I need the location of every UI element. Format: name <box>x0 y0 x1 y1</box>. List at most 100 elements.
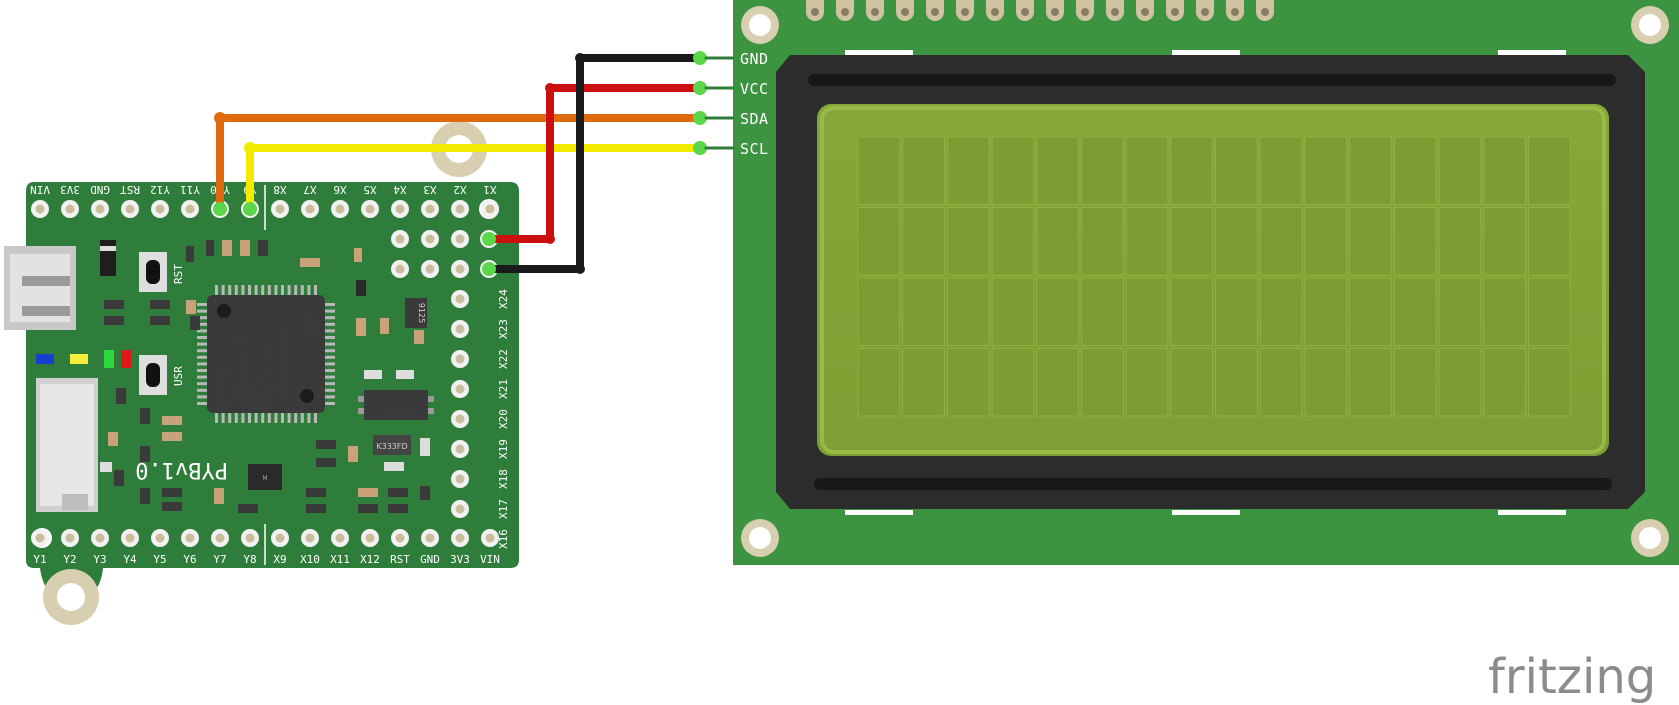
smd-part <box>186 300 196 314</box>
smd-part <box>190 316 200 330</box>
lcd-tabs <box>845 50 1566 515</box>
lcd-char-cell <box>1259 277 1303 346</box>
lcd-char-cell <box>946 348 990 417</box>
right-pin-label: X24 <box>497 289 510 309</box>
lcd-char-cell <box>1483 207 1527 276</box>
lcd-char-cell <box>1125 207 1169 276</box>
lcd-pin-label-sda: SDA <box>740 110 769 128</box>
smd-part <box>222 240 232 256</box>
accelerometer-chip: M <box>248 464 282 490</box>
usr-button-label: USR <box>172 366 185 386</box>
lcd-char-cell <box>1349 277 1392 346</box>
top-pin-label: X3 <box>423 183 436 196</box>
lcd-char-cell <box>1349 136 1392 205</box>
lcd-char-cell <box>1170 207 1214 276</box>
lcd-char-cell <box>857 136 901 205</box>
top-pin-label: Y11 <box>180 183 200 196</box>
lcd-pin-label-vcc: VCC <box>740 80 769 98</box>
regulator-chip: K333FD <box>373 435 411 455</box>
lcd-char-cell <box>1438 207 1482 276</box>
lcd-char-cell <box>991 136 1035 205</box>
lcd-char-cell <box>1215 277 1258 346</box>
smd-part <box>316 440 336 449</box>
smd-part <box>258 240 268 256</box>
board-name: PYBv1.0 <box>135 457 228 482</box>
st-logo-icon: ST <box>306 314 322 335</box>
mcu-chip: ARMz STM32F405 RGT6 GH20U VG CHN GH 312 … <box>197 285 335 423</box>
lcd-char-cell <box>1349 348 1392 417</box>
smd-part <box>240 240 250 256</box>
rst-button[interactable] <box>139 252 167 292</box>
lcd-char-cell <box>1528 136 1571 205</box>
lcd-char-cell <box>1081 348 1124 417</box>
lcd-char-cell <box>1304 136 1348 205</box>
smd-part <box>384 462 404 471</box>
mcu-label-line-1: ARMz <box>213 366 232 410</box>
lcd-char-cell <box>1125 277 1169 346</box>
lcd-char-cell <box>1259 348 1303 417</box>
top-pin-label: X6 <box>333 183 346 196</box>
fritzing-logo: fritzing <box>1488 649 1656 705</box>
lcd-char-cell <box>1170 136 1214 205</box>
smd-part <box>186 246 194 262</box>
smd-part <box>364 370 382 379</box>
smd-part <box>354 248 362 262</box>
wires <box>213 51 735 276</box>
lcd-char-cell <box>902 136 945 205</box>
bottom-pin-label: Y5 <box>153 553 166 566</box>
lcd-char-cell <box>1528 277 1571 346</box>
right-pin-label: X16 <box>497 529 510 549</box>
top-pin-label: 3V3 <box>60 183 80 196</box>
lcd-module: GND VCC SDA SCL <box>733 0 1679 565</box>
lcd-char-cell <box>1528 207 1571 276</box>
smd-part <box>420 486 430 500</box>
smd-part <box>420 438 430 456</box>
lcd-char-cell <box>1215 207 1258 276</box>
lcd-char-cell <box>1483 136 1527 205</box>
lcd-char-cell <box>1304 207 1348 276</box>
smd-part <box>356 280 366 296</box>
lcd-char-cell <box>1304 348 1348 417</box>
smd-part <box>116 388 126 404</box>
lcd-char-cell <box>991 277 1035 346</box>
smd-part <box>358 488 378 497</box>
smd-part <box>104 316 124 325</box>
lcd-char-cell <box>1036 207 1080 276</box>
resistor-array-code: 9125 <box>417 303 426 323</box>
lcd-char-cell <box>946 207 990 276</box>
right-pin-label: X23 <box>497 319 510 339</box>
mcu-label-line-3: RGT6 <box>250 375 265 410</box>
lcd-char-cell <box>946 277 990 346</box>
lcd-char-cell <box>1393 348 1437 417</box>
crystal-text: TXC 8.00 <box>374 404 420 415</box>
bottom-pin-label: Y6 <box>183 553 196 566</box>
lcd-char-cell <box>1483 348 1527 417</box>
bottom-pin-label: Y8 <box>243 553 256 566</box>
top-pin-label: X1 <box>483 183 496 196</box>
lcd-char-cell <box>991 207 1035 276</box>
bottom-pin-label: Y1 <box>33 553 46 566</box>
bottom-pin-label: X11 <box>330 553 350 566</box>
lcd-char-cell <box>991 348 1035 417</box>
bottom-pin-label: GND <box>420 553 440 566</box>
right-pin-label: X17 <box>497 499 510 519</box>
smd-part <box>388 488 408 497</box>
smd-part <box>306 504 326 513</box>
bottom-pin-label: X12 <box>360 553 380 566</box>
bottom-pin-label: Y3 <box>93 553 106 566</box>
smd-components <box>100 240 430 513</box>
pyboard-inner-pin-grid <box>391 230 439 278</box>
rst-button-label: RST <box>172 264 185 284</box>
top-pin-label: Y12 <box>150 183 170 196</box>
smd-part <box>300 258 320 267</box>
smd-part <box>162 416 182 425</box>
usr-button[interactable] <box>139 355 167 395</box>
lcd-char-cell <box>1215 348 1258 417</box>
right-pin-label: X20 <box>497 409 510 429</box>
bottom-pin-label: Y2 <box>63 553 76 566</box>
lcd-char-cell <box>1393 207 1437 276</box>
right-pin-label: X19 <box>497 439 510 459</box>
lcd-char-cell <box>1304 277 1348 346</box>
